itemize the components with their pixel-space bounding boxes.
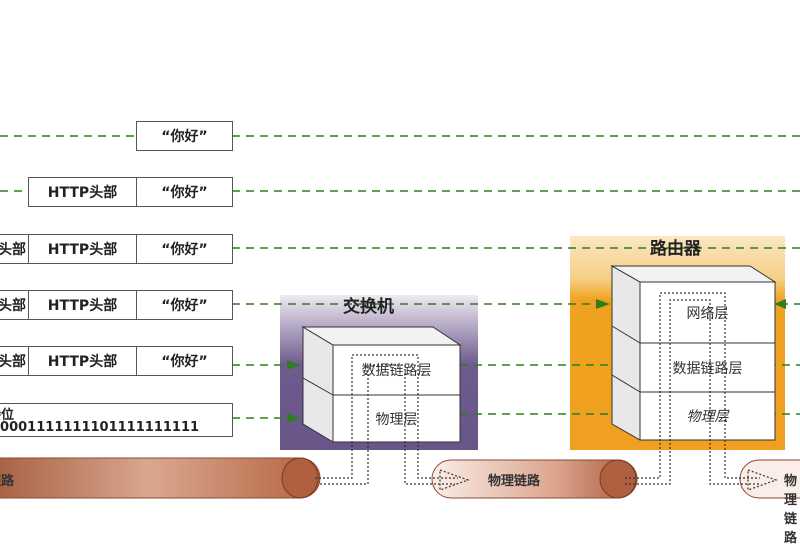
router-layer-network: 网络层 bbox=[686, 305, 729, 322]
connection-lines bbox=[0, 135, 800, 499]
frame-header-box: 头部 bbox=[0, 346, 29, 376]
switch-layer-datalink: 数据链路层 bbox=[361, 363, 432, 379]
tcp-header-box: 头部 bbox=[0, 234, 29, 264]
http-header-box: HTTP头部 bbox=[28, 290, 137, 320]
switch-title: 交换机 bbox=[343, 297, 394, 317]
bits-label: 比特位 bbox=[0, 408, 15, 423]
bits-value: 10001111111101111111111 bbox=[0, 420, 200, 435]
link-label-left: 物理链路 bbox=[0, 474, 15, 489]
link-label-right: 物理链路 bbox=[784, 474, 798, 546]
router-layer-physical: 物理层 bbox=[686, 409, 729, 425]
http-header-box: HTTP头部 bbox=[28, 177, 137, 207]
payload-box: “你好” bbox=[136, 290, 233, 320]
payload-box: “你好” bbox=[136, 177, 233, 207]
physical-link-middle bbox=[431, 459, 638, 499]
http-header-box: HTTP头部 bbox=[28, 346, 137, 376]
physical-link-right bbox=[739, 459, 800, 499]
physical-link-left bbox=[0, 457, 321, 499]
router-layer-datalink: 数据链路层 bbox=[672, 360, 743, 377]
bits-box: 比特位 10001111111101111111111 bbox=[0, 403, 233, 437]
payload-box: “你好” bbox=[136, 346, 233, 376]
router-title: 路由器 bbox=[650, 239, 701, 259]
switch-layer-physical: 物理层 bbox=[375, 411, 418, 428]
ip-header-box: 头部 bbox=[0, 290, 29, 320]
link-label-middle: 物理链路 bbox=[488, 474, 541, 489]
payload-box: “你好” bbox=[136, 234, 233, 264]
payload-box: “你好” bbox=[136, 121, 233, 151]
http-header-box: HTTP头部 bbox=[28, 234, 137, 264]
